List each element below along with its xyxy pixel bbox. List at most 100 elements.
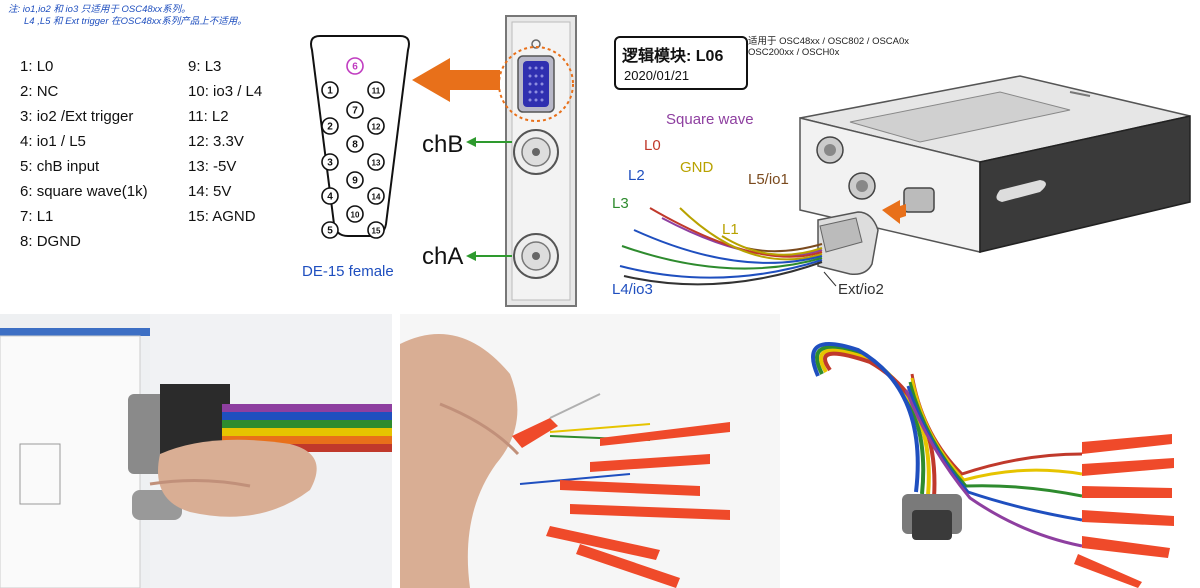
wire-label-l3: L3 [612, 195, 629, 212]
wiring-illustration: Square wave L0 GND L2 L5/io1 L3 L1 L4/io… [612, 75, 1191, 298]
de15-pin-11: 11 [367, 81, 385, 99]
de15-pin-number: 4 [327, 192, 333, 203]
note-line-1: 注: io1,io2 和 io3 只适用于 OSC48xx系列。 [8, 4, 191, 15]
wire-label-l5: L5/io1 [748, 171, 789, 188]
applies-line-2: OSC200xx / OSCH0x [748, 47, 840, 58]
de15-pin-number: 7 [352, 106, 358, 117]
green-arrow-a-icon [466, 251, 476, 261]
de15-pin-1: 1 [321, 81, 339, 99]
de15-pin-12: 12 [367, 117, 385, 135]
pin-number: 13 [188, 158, 205, 175]
pin-label: square wave(1k) [36, 183, 148, 200]
pin-number: 15 [188, 208, 205, 225]
pin-entry-14: 14: 5V [188, 183, 232, 200]
de15-pin-number: 6 [352, 62, 358, 73]
pin-entry-2: 2: NC [20, 83, 59, 100]
pin-label: io1 / L5 [36, 133, 86, 150]
module-date: 2020/01/21 [624, 68, 690, 83]
pin-number: 12 [188, 133, 205, 150]
pin-label: io2 /Ext trigger [36, 108, 134, 125]
note-line-2: L4 ,L5 和 Ext trigger 在OSC48xx系列产品上不适用。 [24, 16, 247, 27]
pin-entry-1: 1: L0 [20, 58, 54, 75]
photo-plugging-cable [0, 314, 392, 588]
chb-label: chB [422, 131, 463, 158]
de15-pin-number: 9 [352, 176, 358, 187]
pin-number: 10 [188, 83, 205, 100]
oscilloscope-device [799, 75, 1191, 253]
pin-label: io3 / L4 [213, 83, 263, 100]
module-label-box: 逻辑模块: L06 2020/01/21 [614, 36, 748, 90]
highlight-circle [498, 46, 574, 122]
pin-entry-11: 11: L2 [188, 108, 229, 125]
pin-number: 1 [20, 58, 29, 75]
de15-pin-2: 2 [321, 117, 339, 135]
de15-pin-number: 10 [351, 211, 360, 220]
bnc-a-connector [513, 233, 559, 279]
pin-number: 8 [20, 233, 29, 250]
pin-entry-4: 4: io1 / L5 [20, 133, 86, 150]
pin-number: 4 [20, 133, 29, 150]
de15-pin-number: 14 [372, 193, 381, 202]
pin-entry-8: 8: DGND [20, 233, 81, 250]
pin-entry-3: 3: io2 /Ext trigger [20, 108, 134, 125]
pin-label: L0 [36, 58, 54, 75]
pin-label: 3.3V [213, 133, 244, 150]
module-applies: 适用于 OSC48xx / OSC802 / OSCA0x OSC200xx /… [748, 36, 909, 58]
pin-entry-6: 6: square wave(1k) [20, 183, 148, 200]
applies-line-1: 适用于 OSC48xx / OSC802 / OSCA0x [748, 36, 910, 47]
de15-pin-8: 8 [346, 135, 364, 153]
pin-label: NC [36, 83, 59, 100]
cha-label: chA [422, 243, 463, 270]
pinout-list-left: 1: L0 2: NC 3: io2 /Ext trigger 4: io1 / L5… [20, 54, 148, 254]
wire-label-l2: L2 [628, 167, 645, 184]
pin-label: L2 [211, 108, 229, 125]
de15-pin-number: 12 [372, 123, 381, 132]
bnc-b-connector [513, 129, 559, 175]
pin-entry-12: 12: 3.3V [188, 133, 244, 150]
orange-arrow-icon [412, 58, 500, 102]
pin-number: 11 [188, 108, 204, 125]
de15-pin-15: 15 [367, 221, 385, 239]
de15-pin-4: 4 [321, 187, 339, 205]
wire-label-square-wave: Square wave [666, 111, 754, 128]
pin-entry-15: 15: AGND [188, 208, 256, 225]
pin-entry-10: 10: io3 / L4 [188, 83, 263, 100]
de15-pin-13: 13 [367, 153, 385, 171]
wire-label-l1: L1 [722, 221, 739, 238]
pin-number: 2 [20, 83, 29, 100]
pin-number: 9 [188, 58, 197, 75]
de15-pin-number: 2 [327, 122, 333, 133]
pin-label: AGND [212, 208, 256, 225]
wire-label-gnd: GND [680, 159, 714, 176]
pin-entry-9: 9: L3 [188, 58, 222, 75]
photo-cable-assembly [782, 314, 1200, 588]
de15-pin-10: 10 [346, 205, 364, 223]
green-arrow-b-icon [466, 137, 476, 147]
wire-label-ext: Ext/io2 [838, 281, 884, 298]
pin-label: 5V [213, 183, 232, 200]
de15-pin-6: 6 [346, 57, 364, 75]
pin-entry-5: 5: chB input [20, 158, 100, 175]
de15-pin-9: 9 [346, 171, 364, 189]
pin-number: 14 [188, 183, 205, 200]
module-title: 逻辑模块: L06 [622, 48, 724, 65]
de15-pin-number: 5 [327, 226, 333, 237]
photo-hand-clips [400, 314, 780, 588]
de15-pin-number: 3 [327, 158, 333, 169]
pin-number: 6 [20, 183, 29, 200]
wire-label-l0: L0 [644, 137, 661, 154]
pin-entry-7: 7: L1 [20, 208, 54, 225]
pin-label: -5V [213, 158, 237, 175]
pin-label: DGND [36, 233, 81, 250]
de15-pin-number: 1 [327, 86, 333, 97]
plug-arrow-icon [882, 200, 906, 224]
de15-pin-14: 14 [367, 187, 385, 205]
de15-plug [817, 211, 879, 276]
de15-pin-number: 15 [372, 227, 381, 236]
de15-pin-5: 5 [321, 221, 339, 239]
de15-pin-number: 13 [372, 159, 381, 168]
pin-number: 3 [20, 108, 29, 125]
